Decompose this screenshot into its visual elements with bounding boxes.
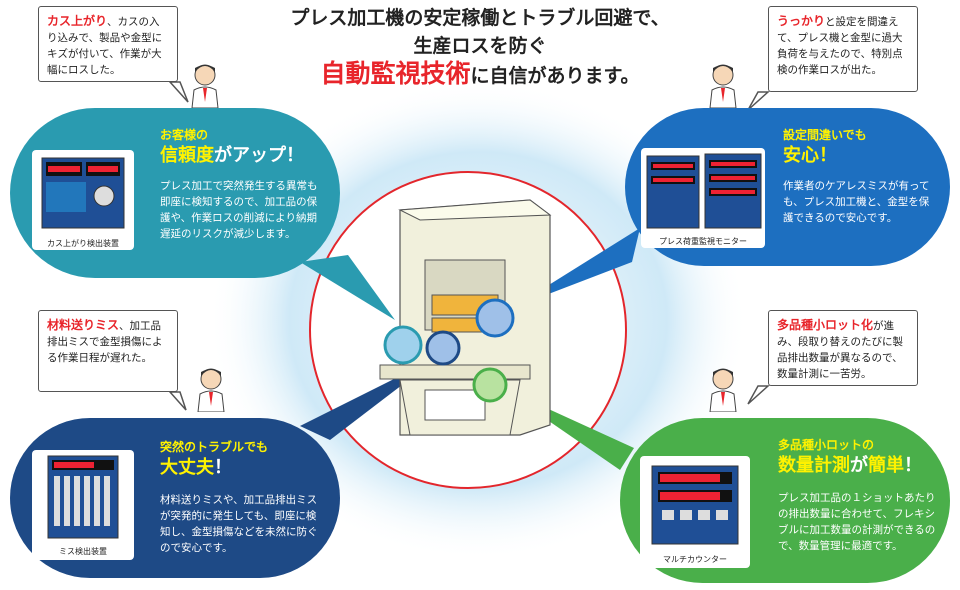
worried-person-icon [709, 368, 737, 412]
device-label: マルチカウンター [663, 555, 727, 564]
note-top-right-keyword: うっかり [777, 14, 826, 28]
note-top-left: カス上がり、カスの入り込みで、製品や金型にキズが付いて、作業が大幅にロスした。 [38, 6, 178, 82]
note-top-left-text: 、カスの入り込みで、製品や金型にキズが付いて、作業が大幅にロスした。 [47, 16, 163, 76]
panel-setting-error-body: 作業者のケアレスミスが有っても、プレス加工機と、金型を保護できるので安心です。 [783, 180, 930, 224]
panel-reliability: カス上がり検出装置 お客様の 信頼度がアップ！ プレス加工で突然発生する異常も即… [10, 108, 340, 278]
heading-yellow: 数量計測 [778, 455, 850, 476]
panel-setting-error: プレス荷重監視モニター 設定間違いでも 安心！ 作業者のケアレスミスが有っても、… [625, 108, 950, 266]
note-top-right-text: と設定を間違えて、プレス機と金型に過大負荷を与えたので、特別点検の作業ロスが出た… [777, 16, 903, 76]
press-machine-illustration [379, 199, 552, 436]
heading-small: 設定間違いでも [783, 128, 867, 142]
panel-setting-error-heading: 設定間違いでも 安心！ [783, 126, 943, 168]
panel-sudden-trouble: ミス検出装置 突然のトラブルでも 大丈夫！ 材料送りミスや、加工品排出ミスが突発… [10, 418, 340, 578]
heading-big: 安心！ [783, 145, 837, 166]
teal-tail [300, 255, 395, 320]
note-tail-ml [168, 391, 187, 411]
note-top-left-keyword: カス上がり [47, 14, 108, 28]
note-mid-right: 多品種小ロット化が進み、段取り替えのたびに製品排出数量が異なるので、数量計測に一… [768, 310, 918, 386]
panel-quantity-count: マルチカウンター 多品種小ロットの 数量計測が簡単！ プレス加工品の１ショットあ… [620, 418, 950, 583]
note-mid-left: 材料送りミス、加工品排出ミスで金型損傷による作業日程が遅れた。 [38, 310, 178, 392]
device-label: ミス検出装置 [59, 547, 107, 556]
heading-white: がアップ！ [214, 145, 304, 166]
note-mid-right-keyword: 多品種小ロット化 [777, 318, 874, 332]
panel-sudden-trouble-body: 材料送りミスや、加工品排出ミスが突発的に発生しても、即座に検知し、金型損傷などを… [160, 494, 318, 554]
title-line-2: 生産ロスを防ぐ [413, 35, 547, 57]
panel-reliability-heading: お客様の 信頼度がアップ！ [160, 126, 330, 168]
note-tail-tr [747, 91, 770, 111]
heading-yellow: 信頼度 [160, 145, 214, 166]
note-top-right: うっかりと設定を間違えて、プレス機と金型に過大負荷を与えたので、特別点検の作業ロ… [768, 6, 918, 92]
device-image [651, 465, 739, 545]
heading-small: 突然のトラブルでも [160, 440, 269, 454]
device-image [47, 455, 119, 539]
panel-reliability-body: プレス加工で突然発生する異常も即座に検知するので、加工品の保護や、作業ロスの削減… [160, 180, 318, 240]
device-image [41, 157, 125, 229]
note-mid-left-text: 、加工品排出ミスで金型損傷による作業日程が遅れた。 [47, 320, 163, 364]
panel-quantity-count-body: プレス加工品の１ショットあたりの排出数量に合わせて、フレキシブルに加工数量の計測… [778, 492, 936, 552]
device-label: プレス荷重監視モニター [659, 237, 747, 246]
title-line-3-rest: に自信があります。 [470, 65, 640, 87]
heading-white: ！ [214, 457, 232, 478]
heading-yellow: 大丈夫 [160, 457, 214, 478]
worried-person-icon [709, 64, 737, 108]
heading-yellow-2: 簡単 [868, 455, 904, 476]
panel-sudden-trouble-heading: 突然のトラブルでも 大丈夫！ [160, 438, 330, 480]
note-mid-left-keyword: 材料送りミス [47, 318, 120, 332]
title-highlight: 自動監視技術 [320, 59, 471, 88]
device-label: カス上がり検出装置 [47, 239, 119, 248]
device-image [646, 153, 762, 229]
panel-quantity-count-heading: 多品種小ロットの 数量計測が簡単！ [778, 436, 943, 478]
note-tail-mr [747, 385, 770, 405]
device-card-multi-counter: マルチカウンター [640, 456, 750, 568]
page-title: プレス加工機の安定稼働とトラブル回避で、 生産ロスを防ぐ 自動監視技術に自信があ… [200, 4, 760, 90]
heading-small: 多品種小ロットの [778, 438, 875, 452]
note-mid-right-text: が進み、段取り替えのたびに製品排出数量が異なるので、数量計測に一苦労。 [777, 320, 903, 380]
note-tail-tl [168, 81, 189, 103]
title-line-1: プレス加工機の安定稼働とトラブル回避で、 [290, 7, 670, 29]
heading-white: が [850, 455, 868, 476]
device-card-load-monitor: プレス荷重監視モニター [641, 148, 765, 248]
worried-person-icon [197, 368, 225, 412]
device-card-miss-detector: ミス検出装置 [32, 450, 134, 560]
worried-person-icon [191, 64, 219, 108]
device-card-scrap-detector: カス上がり検出装置 [32, 150, 134, 250]
heading-white-2: ！ [904, 455, 922, 476]
heading-small: お客様の [160, 128, 209, 142]
